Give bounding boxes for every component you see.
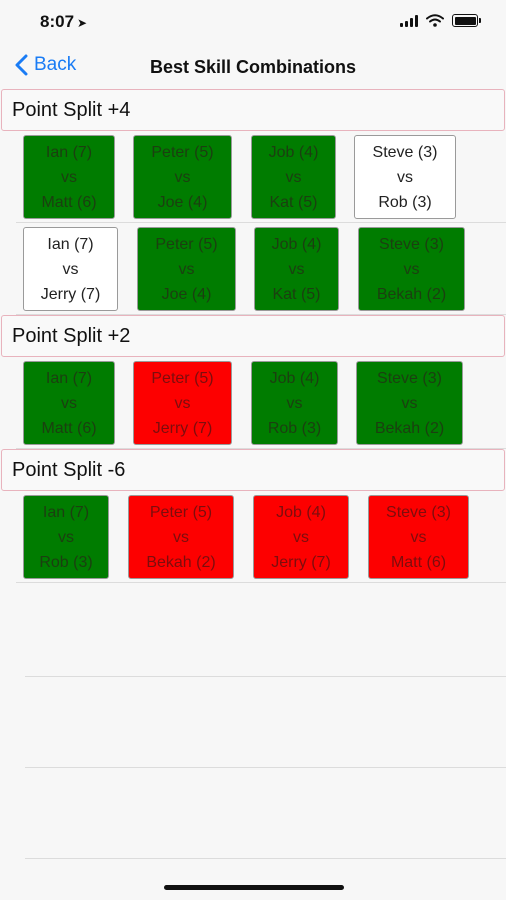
vs-label: vs	[174, 168, 191, 186]
vs-label: vs	[293, 528, 309, 546]
player-bottom: Matt (6)	[41, 193, 97, 211]
vs-label: vs	[178, 260, 195, 278]
vs-label: vs	[286, 394, 303, 412]
player-top: Ian (7)	[45, 143, 93, 161]
player-top: Job (4)	[271, 235, 322, 253]
matchup-card[interactable]: Job (4) vs Kat (5)	[251, 135, 336, 219]
matchup-card[interactable]: Peter (5) vs Joe (4)	[133, 135, 232, 219]
matchup-row: Ian (7) vs Rob (3) Peter (5) vs Bekah (2…	[16, 491, 506, 583]
player-top: Peter (5)	[149, 503, 213, 521]
matchup-card[interactable]: Steve (3) vs Rob (3)	[354, 135, 456, 219]
section-header-split-minus-6: Point Split -6	[1, 449, 505, 491]
matchup-card[interactable]: Ian (7) vs Jerry (7)	[23, 227, 118, 311]
vs-label: vs	[285, 168, 302, 186]
player-bottom: Kat (5)	[272, 285, 321, 303]
player-top: Steve (3)	[379, 235, 444, 253]
navigation-bar: Back Best Skill Combinations	[0, 44, 506, 88]
vs-label: vs	[401, 394, 418, 412]
empty-row-divider	[25, 767, 506, 768]
player-bottom: Bekah (2)	[146, 553, 216, 571]
player-top: Ian (7)	[45, 369, 93, 387]
status-icons	[400, 14, 481, 27]
matchup-row: Ian (7) vs Jerry (7) Peter (5) vs Joe (4…	[16, 223, 506, 315]
combination-list[interactable]: Point Split +4 Ian (7) vs Matt (6) Peter…	[0, 89, 506, 583]
player-bottom: Rob (3)	[378, 193, 432, 211]
vs-label: vs	[58, 528, 74, 546]
matchup-card[interactable]: Ian (7) vs Matt (6)	[23, 135, 115, 219]
section-header-split-plus-4: Point Split +4	[1, 89, 505, 131]
vs-label: vs	[61, 394, 77, 412]
player-top: Peter (5)	[151, 143, 214, 161]
player-top: Steve (3)	[372, 143, 438, 161]
player-top: Ian (7)	[47, 235, 94, 253]
player-top: Job (4)	[276, 503, 326, 521]
player-top: Steve (3)	[386, 503, 451, 521]
section-header-split-plus-2: Point Split +2	[1, 315, 505, 357]
empty-row-divider	[25, 676, 506, 677]
matchup-card[interactable]: Ian (7) vs Rob (3)	[23, 495, 109, 579]
vs-label: vs	[61, 168, 77, 186]
matchup-card[interactable]: Job (4) vs Jerry (7)	[253, 495, 349, 579]
player-top: Ian (7)	[42, 503, 90, 521]
status-time: 8:07➤	[40, 12, 87, 32]
matchup-card[interactable]: Job (4) vs Rob (3)	[251, 361, 338, 445]
player-bottom: Bekah (2)	[376, 285, 447, 303]
back-button-label: Back	[34, 54, 77, 75]
player-bottom: Jerry (7)	[152, 419, 213, 437]
vs-label: vs	[173, 528, 189, 546]
matchup-card[interactable]: Peter (5) vs Joe (4)	[137, 227, 236, 311]
vs-label: vs	[397, 168, 413, 186]
page-title: Best Skill Combinations	[149, 57, 357, 77]
player-bottom: Joe (4)	[157, 193, 208, 211]
wifi-icon	[426, 14, 444, 27]
empty-row-divider	[25, 858, 506, 859]
player-bottom: Kat (5)	[269, 193, 318, 211]
matchup-card[interactable]: Ian (7) vs Matt (6)	[23, 361, 115, 445]
matchup-row: Ian (7) vs Matt (6) Peter (5) vs Jerry (…	[16, 357, 506, 449]
vs-label: vs	[62, 260, 79, 278]
vs-label: vs	[174, 394, 191, 412]
player-bottom: Jerry (7)	[271, 553, 331, 571]
status-bar: 8:07➤	[0, 0, 506, 44]
player-bottom: Rob (3)	[39, 553, 93, 571]
player-bottom: Rob (3)	[267, 419, 322, 437]
battery-icon	[452, 14, 481, 27]
vs-label: vs	[410, 528, 427, 546]
vs-label: vs	[288, 260, 305, 278]
player-top: Steve (3)	[377, 369, 442, 387]
vs-label: vs	[403, 260, 420, 278]
matchup-card[interactable]: Peter (5) vs Bekah (2)	[128, 495, 234, 579]
matchup-card[interactable]: Steve (3) vs Bekah (2)	[356, 361, 463, 445]
player-top: Peter (5)	[151, 369, 214, 387]
location-arrow-icon: ➤	[77, 16, 88, 30]
player-top: Peter (5)	[155, 235, 218, 253]
player-bottom: Matt (6)	[390, 553, 447, 571]
matchup-card[interactable]: Peter (5) vs Jerry (7)	[133, 361, 232, 445]
matchup-row: Ian (7) vs Matt (6) Peter (5) vs Joe (4)…	[16, 131, 506, 223]
player-top: Job (4)	[269, 369, 320, 387]
player-bottom: Jerry (7)	[40, 285, 101, 303]
status-time-label: 8:07	[40, 12, 75, 31]
home-indicator[interactable]	[164, 885, 344, 890]
player-bottom: Joe (4)	[161, 285, 212, 303]
player-bottom: Matt (6)	[41, 419, 97, 437]
chevron-left-icon	[15, 54, 28, 76]
player-bottom: Bekah (2)	[374, 419, 445, 437]
matchup-card[interactable]: Job (4) vs Kat (5)	[254, 227, 339, 311]
matchup-card[interactable]: Steve (3) vs Bekah (2)	[358, 227, 465, 311]
matchup-card[interactable]: Steve (3) vs Matt (6)	[368, 495, 469, 579]
back-button[interactable]: Back	[14, 54, 76, 76]
player-top: Job (4)	[268, 143, 319, 161]
cellular-signal-icon	[400, 14, 418, 27]
